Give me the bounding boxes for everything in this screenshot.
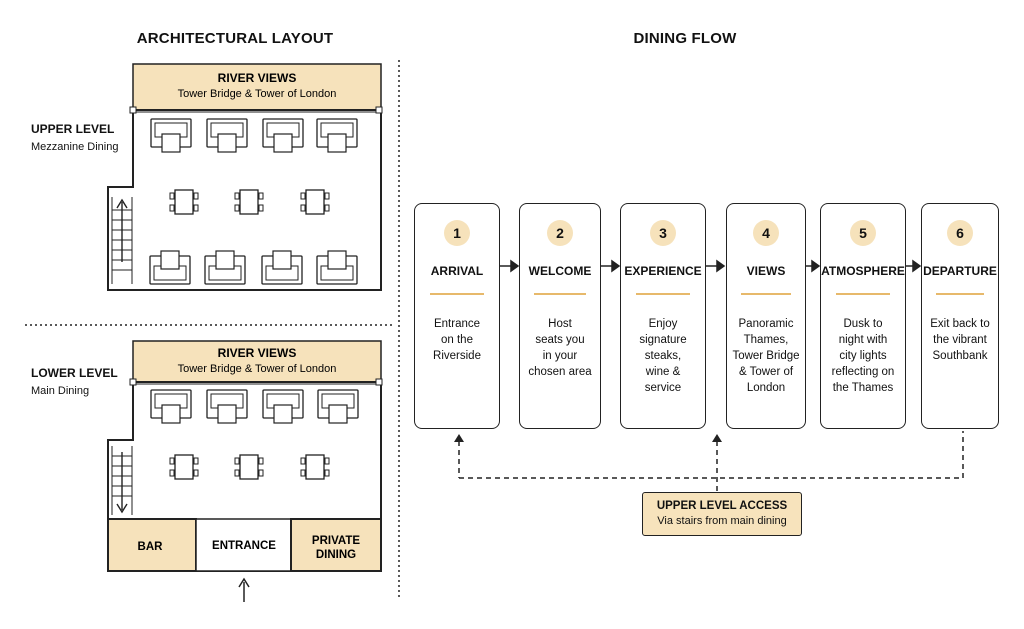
step-description-line: Enjoy <box>648 318 678 330</box>
step-description-line: reflecting on <box>831 366 895 378</box>
step-divider <box>836 293 890 295</box>
upper-level-subtitle: Mezzanine Dining <box>31 141 119 153</box>
layout-title: ARCHITECTURAL LAYOUT <box>136 30 334 47</box>
upper-level-access-subtitle: Via stairs from main dining <box>657 515 787 527</box>
step-description-line: Entrance <box>433 318 481 330</box>
step-description-line: seats you <box>535 334 585 346</box>
step-description: Dusk to night with city lights reflecting o… <box>825 316 901 396</box>
private-dining-label-2: DINING <box>316 549 356 561</box>
access-arrow-views <box>712 434 722 442</box>
lower-level-subtitle: Main Dining <box>31 385 90 397</box>
step-description-line: in your <box>542 350 578 362</box>
step-description-line: service <box>644 382 682 394</box>
lower-river-views-title: RIVER VIEWS <box>218 346 297 360</box>
lower-level-title: LOWER LEVEL <box>31 366 118 380</box>
access-loop <box>458 431 964 491</box>
step-description-line: Exit back to <box>930 318 990 330</box>
step-divider <box>636 293 690 295</box>
upper-river-views-title: RIVER VIEWS <box>218 71 297 85</box>
bar-label: BAR <box>138 541 164 553</box>
step-divider <box>430 293 484 295</box>
private-dining-area <box>290 518 382 572</box>
upper-level-title: UPPER LEVEL <box>31 122 115 136</box>
step-name: ARRIVAL <box>430 264 484 278</box>
step-description-line: city lights <box>839 350 887 362</box>
step-description-line: & Tower of <box>738 366 794 378</box>
step-description-line: Panoramic <box>738 318 794 330</box>
step-number-badge: 5 <box>850 220 876 246</box>
upper-river-views-subtitle: Tower Bridge & Tower of London <box>178 88 337 100</box>
flow-title: DINING FLOW <box>633 30 737 47</box>
lower-river-views-panel <box>132 340 382 383</box>
entrance-arrow <box>238 577 250 602</box>
step-number-badge: 2 <box>547 220 573 246</box>
step-number-badge: 6 <box>947 220 973 246</box>
step-description-line: the Thames <box>832 382 894 394</box>
step-number-badge: 3 <box>650 220 676 246</box>
floor-plans: RIVER VIEWS Tower Bridge & Tower of Lond… <box>25 60 400 602</box>
step-description-line: Southbank <box>932 350 988 362</box>
step-number-badge: 1 <box>444 220 470 246</box>
private-dining-label: PRIVATE <box>312 535 360 547</box>
step-description-line: the vibrant <box>933 334 987 346</box>
step-description-line: Riverside <box>433 350 481 362</box>
upper-river-views-panel <box>132 63 382 111</box>
step-description-line: signature <box>639 334 687 346</box>
step-name: EXPERIENCE <box>624 264 702 278</box>
step-name: ATMOSPHERE <box>821 264 905 278</box>
step-description-line: steaks, <box>644 350 682 362</box>
step-description-line: Thames, <box>743 334 789 346</box>
lower-river-views-subtitle: Tower Bridge & Tower of London <box>178 363 337 375</box>
step-description-line: Host <box>548 318 572 330</box>
step-description-line: Tower Bridge <box>732 350 800 362</box>
step-number-badge: 4 <box>753 220 779 246</box>
step-description-line: Dusk to <box>843 318 883 330</box>
step-divider <box>534 293 586 295</box>
entrance-area <box>195 518 292 572</box>
step-name: VIEWS <box>746 264 786 278</box>
step-divider <box>935 293 985 295</box>
step-description-line: night with <box>838 334 888 346</box>
lower-stairs <box>111 446 133 515</box>
step-name: DEPARTURE <box>923 264 997 278</box>
upper-stairs <box>111 197 133 284</box>
step-divider <box>741 293 791 295</box>
bar-area <box>107 518 197 572</box>
step-description-line: London <box>746 382 786 394</box>
step-name: WELCOME <box>528 264 592 278</box>
entrance-label: ENTRANCE <box>212 540 276 552</box>
step-description: Enjoy signature steaks, wine & service <box>625 316 701 396</box>
step-description-line: on the <box>441 334 473 346</box>
access-arrow-arrival <box>454 434 464 442</box>
step-description: Host seats you in your chosen area <box>524 316 596 380</box>
step-description-line: wine & <box>645 366 681 378</box>
step-description-line: chosen area <box>528 366 592 378</box>
upper-level-access-box: UPPER LEVEL ACCESS Via stairs from main … <box>642 492 802 536</box>
upper-level-access-title: UPPER LEVEL ACCESS <box>656 500 788 512</box>
